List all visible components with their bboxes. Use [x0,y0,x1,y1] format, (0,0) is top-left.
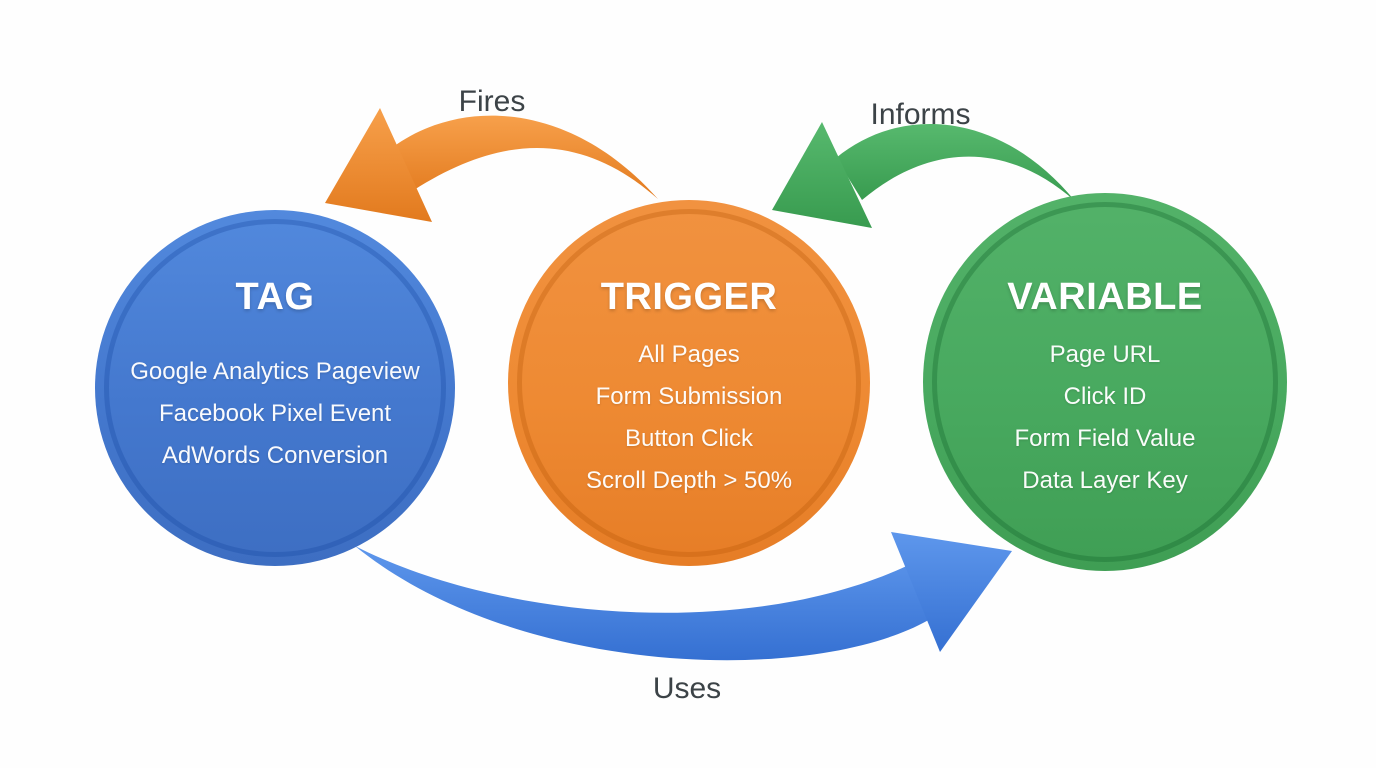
uses-arrow-head [891,532,1012,652]
trigger-item: Scroll Depth > 50% [585,467,793,494]
trigger-circle-title: TRIGGER [600,276,778,318]
informs-arrow-head [772,122,872,228]
tag-item: AdWords Conversion [161,442,389,469]
informs-arrow-label: Informs [870,98,971,131]
fires-arrow-body [393,115,658,199]
informs-arrow-body [836,123,1075,201]
trigger-circle: TRIGGER All Pages Form Submission Button… [508,200,870,566]
fires-arrow-label: Fires [458,85,526,118]
tag-item: Google Analytics Pageview [130,358,420,385]
uses-arrow-body [355,546,932,661]
trigger-item-list: All Pages Form Submission Button Click S… [508,334,870,502]
variable-circle: VARIABLE Page URL Click ID Form Field Va… [923,193,1287,571]
tag-circle: TAG Google Analytics Pageview Facebook P… [95,210,455,566]
fires-arrow [325,108,658,222]
trigger-item: Button Click [624,425,754,452]
uses-arrow [355,532,1012,661]
trigger-item: Form Submission [595,383,783,410]
tag-item-list: Google Analytics Pageview Facebook Pixel… [95,351,455,477]
informs-arrow [772,122,1075,228]
variable-circle-title: VARIABLE [1007,276,1203,318]
tag-circle-title: TAG [235,276,315,318]
fires-arrow-head [325,108,432,222]
variable-item: Page URL [1049,341,1161,368]
variable-item: Form Field Value [1014,425,1196,452]
variable-item-list: Page URL Click ID Form Field Value Data … [923,334,1287,502]
variable-item: Click ID [1063,383,1147,410]
variable-item: Data Layer Key [1022,467,1188,494]
uses-arrow-label: Uses [652,672,722,705]
trigger-item: All Pages [638,341,740,368]
tag-item: Facebook Pixel Event [158,400,392,427]
